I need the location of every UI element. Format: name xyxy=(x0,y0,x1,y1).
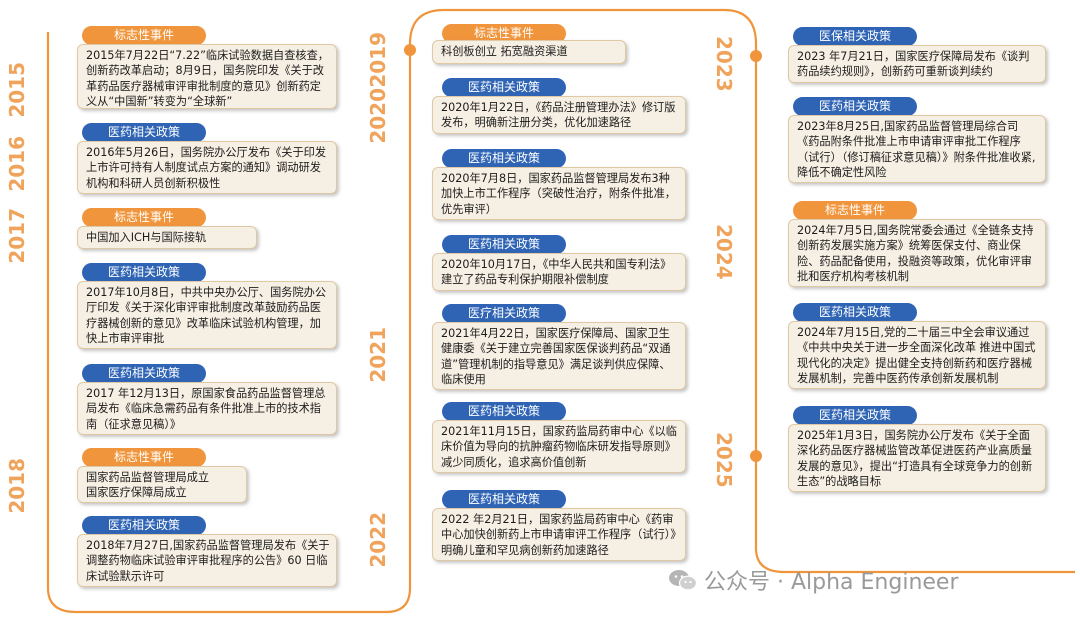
event-tag: 医药相关政策 xyxy=(793,97,917,116)
event-tag: 标志性事件 xyxy=(793,201,917,220)
event-tag: 标志性事件 xyxy=(82,208,206,227)
event-card: 2021年4月22日，国家医疗保障局、国家卫生健康委《关于建立完善国家医保谈判药… xyxy=(432,322,686,390)
timeline-dot xyxy=(404,44,416,56)
year-label-2016: 2016 xyxy=(5,136,29,192)
event-tag: 医药相关政策 xyxy=(793,406,917,425)
event-card: 2020年1月22日，《药品注册管理办法》修订版发布，明确新注册分类，优化加速路… xyxy=(432,96,686,134)
event-card: 2023年8月25日,国家药品监督管理局综合司《药品附条件批准上市申请审评审批工… xyxy=(788,115,1046,183)
event-card: 2023 年7月21日，国家医疗保障局发布《谈判药品续约规则》，创新药可重新谈判… xyxy=(788,45,1046,83)
event-card: 2022 年2月21日，国家药监局药审中心《药审中心加快创新药上市申请审评工作程… xyxy=(432,508,686,561)
year-label-2019: 2019 xyxy=(366,32,390,88)
event-card: 中国加入ICH与国际接轨 xyxy=(77,226,257,249)
event-tag: 医药相关政策 xyxy=(442,78,566,97)
year-label-2018: 2018 xyxy=(5,458,29,514)
event-tag: 医药相关政策 xyxy=(82,123,206,142)
event-tag: 医药相关政策 xyxy=(82,364,206,383)
watermark: 公众号 · Alpha Engineer xyxy=(668,565,959,595)
year-label-2020: 2020 xyxy=(366,88,390,144)
watermark-text: 公众号 · Alpha Engineer xyxy=(704,570,959,595)
timeline-dot xyxy=(750,50,762,62)
event-tag: 医药相关政策 xyxy=(82,263,206,282)
year-label-2017: 2017 xyxy=(5,208,29,264)
event-tag: 标志性事件 xyxy=(82,26,206,45)
event-tag: 医药相关政策 xyxy=(442,235,566,254)
event-card: 2020年10月17日，《中华人民共和国专利法》建立了药品专利保护期限补偿制度 xyxy=(432,253,686,291)
event-card: 国家药品监督管理局成立 国家医疗保障局成立 xyxy=(77,466,247,503)
timeline-dot xyxy=(750,450,762,462)
event-card: 2017年10月8日，中共中央办公厅、国务院办公厅印发《关于深化审评审批制度改革… xyxy=(77,281,337,349)
year-label-2022: 2022 xyxy=(366,512,390,568)
wechat-icon xyxy=(669,570,698,591)
year-label-2024: 2024 xyxy=(712,224,736,280)
event-tag: 医疗相关政策 xyxy=(442,304,566,323)
event-card: 2025年1月3日，国务院办公厅发布《关于全面深化药品医疗器械监管改革促进医药产… xyxy=(788,424,1046,492)
event-tag: 医药相关政策 xyxy=(442,402,566,421)
event-tag: 医药相关政策 xyxy=(82,516,206,535)
event-tag: 医药相关政策 xyxy=(442,149,566,168)
event-card: 2015年7月22日“7.22”临床试验数据自查核查，创新药改革启动；8月9日，… xyxy=(77,44,337,109)
event-card: 2024年7月5日,国务院常委会通过《全链条支持创新药发展实施方案》统筹医保支付… xyxy=(788,219,1046,287)
event-card: 2024年7月15日,党的二十届三中全会审议通过《中共中央关于进一步全面深化改革… xyxy=(788,321,1046,389)
year-label-2015: 2015 xyxy=(5,62,29,118)
event-card: 2018年7月27日,国家药品监督管理局发布《关于调整药物临床试验审评审批程序的… xyxy=(77,534,337,587)
year-label-2021: 2021 xyxy=(366,327,390,383)
event-tag: 标志性事件 xyxy=(82,448,206,467)
event-card: 2017 年12月13日，原国家食品药品监督管理总局发布《临床急需药品有条件批准… xyxy=(77,382,337,435)
event-tag: 医药相关政策 xyxy=(442,490,566,509)
year-label-2023: 2023 xyxy=(712,36,736,92)
event-card: 2021年11月15日，国家药监局药审中心《以临床价值为导向的抗肿瘤药物临床研发… xyxy=(432,420,686,473)
event-card: 2020年7月8日，国家药品监督管理局发布3种加快上市工作程序（突破性治疗，附条… xyxy=(432,167,686,220)
event-card: 科创板创立 拓宽融资渠道 xyxy=(432,40,626,64)
event-tag: 标志性事件 xyxy=(442,24,566,43)
event-tag: 医药相关政策 xyxy=(793,303,917,322)
event-tag: 医保相关政策 xyxy=(793,27,917,46)
year-label-2025: 2025 xyxy=(712,432,736,488)
event-card: 2016年5月26日，国务院办公厅发布《关于印发上市许可持有人制度试点方案的通知… xyxy=(77,141,337,194)
